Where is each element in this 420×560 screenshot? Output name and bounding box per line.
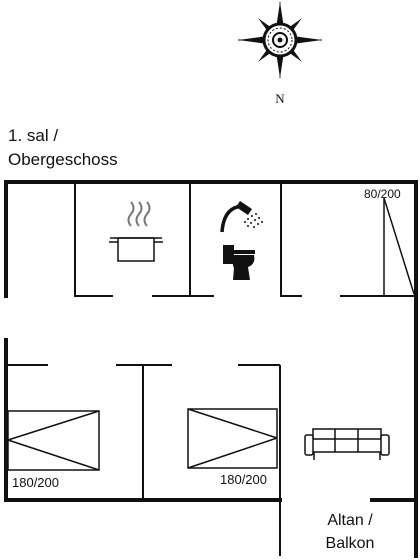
cooking-pot-icon — [109, 201, 163, 262]
north-label: N — [275, 91, 285, 106]
bed-right — [187, 408, 278, 469]
balcony-label-line2: Balkon — [325, 535, 375, 552]
sofa-icon — [304, 428, 390, 460]
compass-rose-icon — [238, 2, 322, 78]
shower-icon — [220, 201, 263, 233]
exterior-walls — [4, 180, 418, 558]
floor-title-line2: Obergeschoss — [8, 150, 118, 169]
toilet-icon — [223, 245, 255, 280]
bed-right-label: 180/200 — [220, 472, 267, 487]
floor-title-line1: 1. sal / — [8, 126, 59, 145]
interior-walls — [6, 182, 416, 556]
balcony-label-line1: Altan / — [327, 512, 373, 529]
balcony-label: Altan / Balkon — [282, 509, 418, 555]
bed-left-label: 180/200 — [12, 475, 59, 490]
storage-door-label: 80/200 — [364, 187, 401, 201]
floor-title: 1. sal / Obergeschoss — [8, 124, 118, 172]
storage-door — [383, 197, 415, 296]
bed-left — [7, 410, 100, 471]
